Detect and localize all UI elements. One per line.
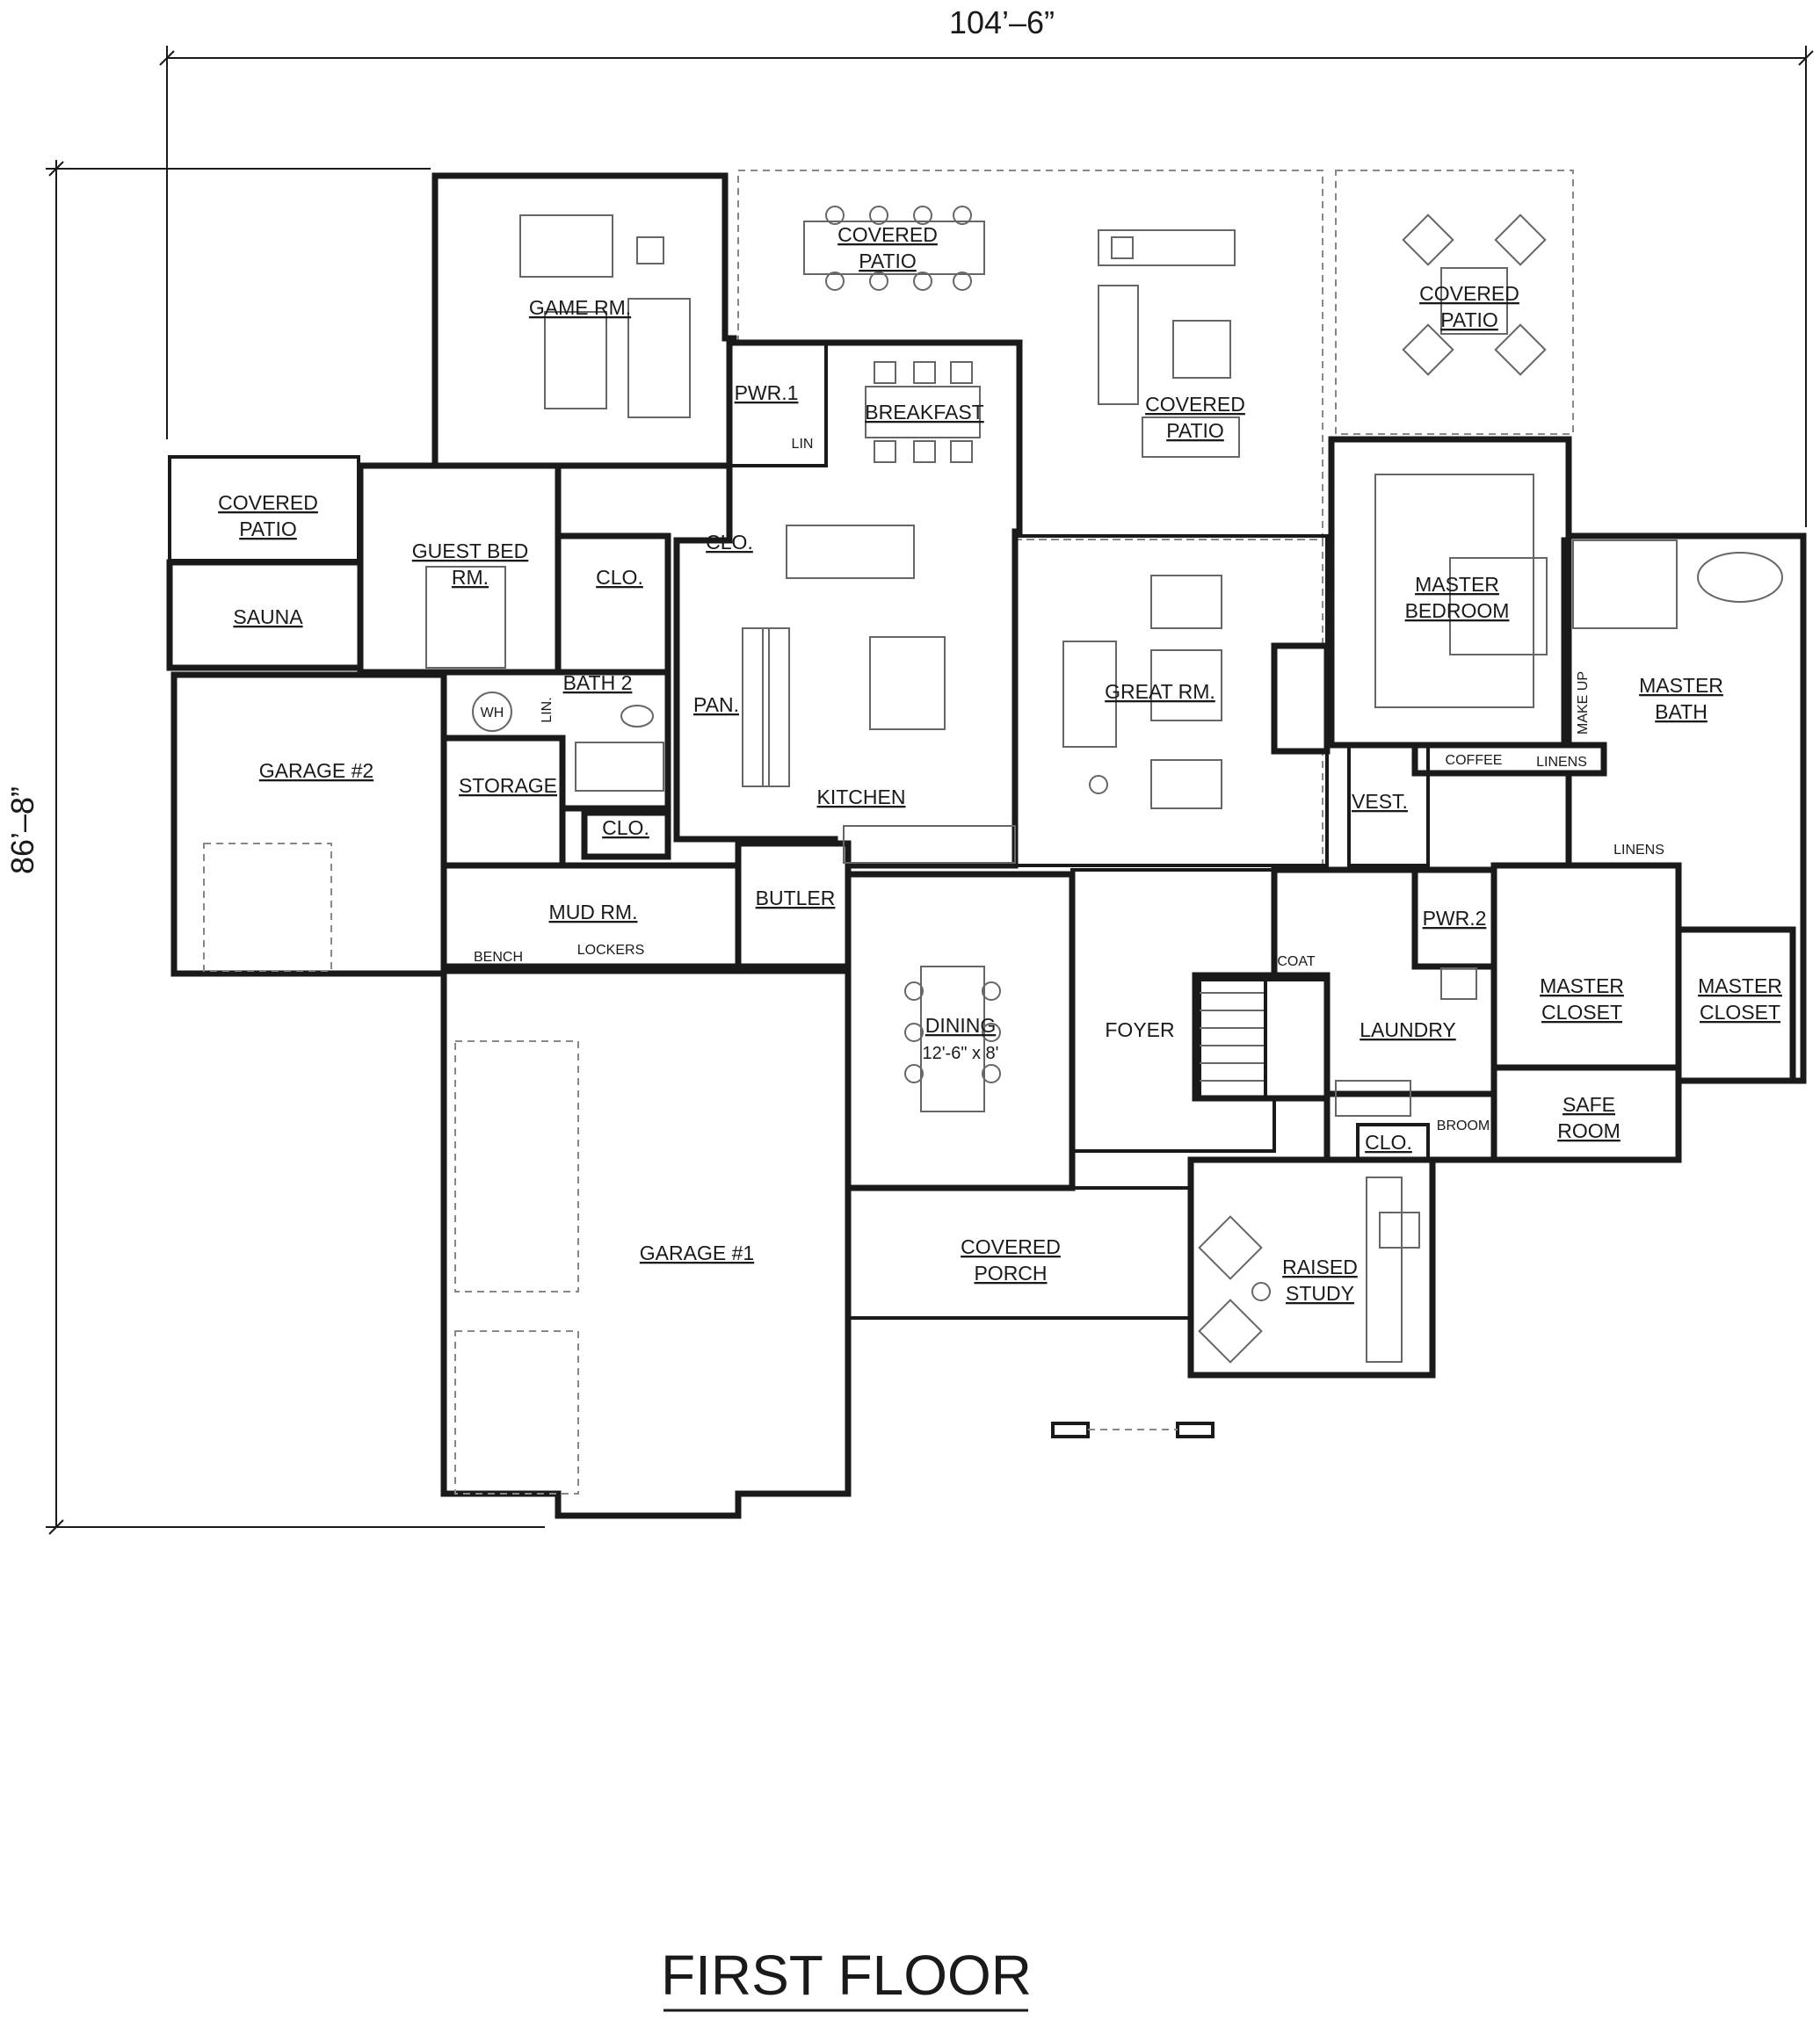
clo-kitchen-label: CLO.	[706, 531, 753, 554]
linens-a-label: LINENS	[1536, 755, 1587, 770]
guest-bed-label-1: GUEST BED	[412, 539, 529, 562]
guest-bed-label-2: RM.	[452, 566, 489, 589]
width-dimension-label: 104’–6”	[949, 4, 1055, 40]
clo-mud-label: CLO.	[602, 816, 649, 839]
breakfast-label: BREAKFAST	[865, 401, 983, 424]
vest-label: VEST.	[1352, 790, 1408, 813]
covered-patio-left-label-2: PATIO	[239, 518, 297, 540]
lin-small-label: LIN	[792, 437, 814, 452]
mud-room-label: MUD RM.	[549, 901, 638, 923]
pantry-label: PAN.	[693, 693, 739, 716]
plan-title-text: FIRST FLOOR	[661, 1944, 1032, 2007]
covered-patio-center-label-1: COVERED	[1145, 393, 1245, 416]
master-bedroom-label-2: BEDROOM	[1405, 599, 1510, 622]
master-closet-b-label-1: MASTER	[1698, 974, 1782, 997]
room-labels: COVERED PATIO GUEST BED RM. GAME RM. COV…	[218, 223, 1782, 1305]
lockers-label: LOCKERS	[577, 943, 644, 958]
garage1-label: GARAGE #1	[640, 1242, 754, 1264]
walls	[166, 172, 1807, 1519]
master-closet-b-label-2: CLOSET	[1700, 1001, 1780, 1024]
covered-patio-right-label-1: COVERED	[1419, 282, 1519, 305]
plan-title: FIRST FLOOR	[661, 1944, 1032, 2012]
foyer-label: FOYER	[1105, 1018, 1174, 1041]
covered-patio-top-label-1: COVERED	[837, 223, 938, 246]
laundry-label: LAUNDRY	[1360, 1018, 1456, 1041]
raised-study-label-1: RAISED	[1282, 1256, 1358, 1278]
coat-label: COAT	[1277, 954, 1315, 969]
dimension-width: 104’–6”	[159, 4, 1814, 527]
dining-size-label: 12'-6" x 8'	[922, 1044, 998, 1063]
dining-label: DINING	[925, 1014, 997, 1037]
dimension-depth: 86’–8”	[4, 160, 545, 1535]
storage-label: STORAGE	[459, 774, 557, 797]
safe-room-label-2: ROOM	[1557, 1119, 1621, 1142]
master-bath-label-1: MASTER	[1639, 674, 1723, 697]
raised-study-label-2: STUDY	[1286, 1282, 1354, 1305]
covered-porch-label-2: PORCH	[974, 1262, 1047, 1285]
pwr2-label: PWR.2	[1423, 907, 1487, 930]
covered-porch-label-1: COVERED	[961, 1235, 1061, 1258]
fixtures	[203, 206, 1783, 1495]
covered-patio-top-label-2: PATIO	[859, 250, 917, 272]
pwr1-label: PWR.1	[735, 381, 799, 404]
master-closet-a-label-2: CLOSET	[1541, 1001, 1622, 1024]
covered-patio-right-label-2: PATIO	[1440, 308, 1498, 331]
kitchen-label: KITCHEN	[817, 786, 906, 808]
clo-guest-label: CLO.	[596, 566, 643, 589]
covered-patio-left-label-1: COVERED	[218, 491, 318, 514]
stair	[1198, 978, 1329, 1100]
great-room-label: GREAT RM.	[1105, 680, 1215, 703]
bath2-label: BATH 2	[563, 671, 633, 694]
game-room-label: GAME RM.	[529, 296, 631, 319]
garage2-label: GARAGE #2	[259, 759, 373, 782]
depth-dimension-label: 86’–8”	[4, 786, 40, 874]
linens-b-label: LINENS	[1613, 843, 1664, 858]
sauna-label: SAUNA	[233, 605, 303, 628]
butler-label: BUTLER	[756, 887, 836, 909]
safe-room-label-1: SAFE	[1563, 1093, 1615, 1116]
master-bath-label-2: BATH	[1655, 700, 1708, 723]
broom-label: BROOM	[1437, 1119, 1490, 1133]
make-up-label: MAKE UP	[1576, 671, 1591, 735]
coffee-label: COFFEE	[1446, 753, 1503, 768]
master-closet-a-label-1: MASTER	[1540, 974, 1624, 997]
water-heater-label: WH	[481, 706, 504, 720]
covered-patio-center-label-2: PATIO	[1166, 419, 1224, 442]
lin-bath-label: LIN.	[540, 697, 555, 722]
master-bedroom-label-1: MASTER	[1415, 573, 1499, 596]
bench-label: BENCH	[474, 950, 523, 965]
clo-laundry-label: CLO.	[1365, 1131, 1412, 1154]
